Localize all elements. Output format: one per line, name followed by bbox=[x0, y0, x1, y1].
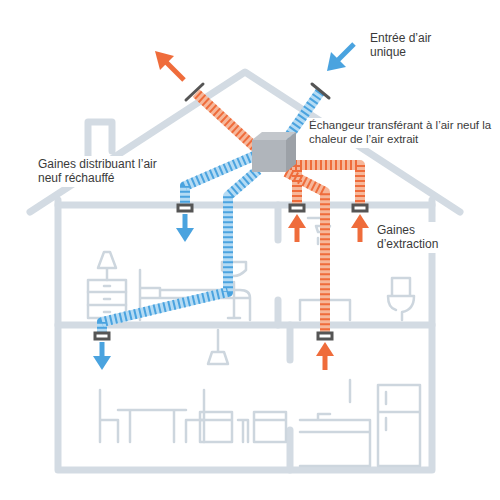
flow-arrows bbox=[93, 44, 369, 370]
heat-exchanger bbox=[252, 132, 296, 172]
furniture bbox=[88, 218, 420, 466]
label-text: Gaines d’extraction bbox=[377, 223, 438, 251]
label-text: Gaines distribuant l’air neuf réchauffé bbox=[38, 157, 157, 185]
callout-label: Gaines distribuant l’air neuf réchauffé bbox=[36, 156, 164, 187]
callout-label: Échangeur transférant à l’air neuf la ch… bbox=[307, 118, 494, 148]
callout-label: Gaines d’extraction bbox=[375, 222, 461, 253]
supply-ducts bbox=[102, 92, 320, 333]
callout-label: Entrée d’air unique bbox=[368, 30, 460, 61]
label-text: Entrée d’air unique bbox=[370, 31, 431, 59]
label-text: Échangeur transférant à l’air neuf la ch… bbox=[309, 119, 491, 145]
